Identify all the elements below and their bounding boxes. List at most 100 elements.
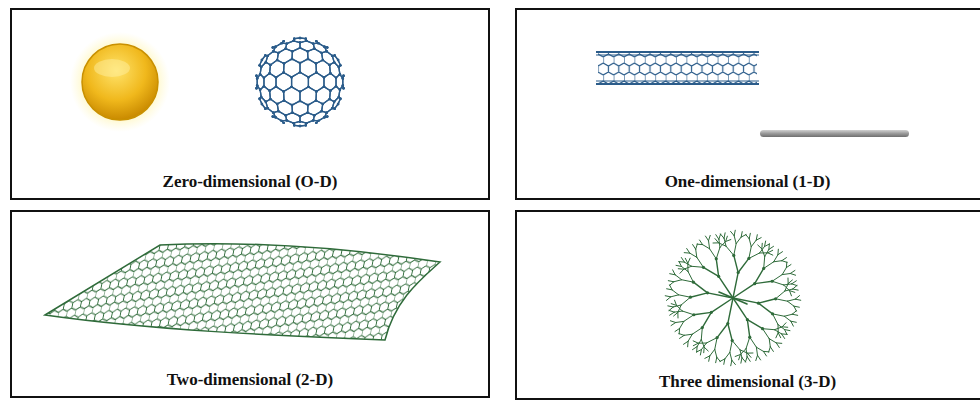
- atom: [299, 125, 301, 127]
- atom: [276, 103, 278, 105]
- atom: [342, 75, 344, 77]
- stroke: [786, 265, 791, 268]
- stroke: [329, 91, 331, 99]
- atom: [322, 59, 324, 61]
- stroke: [276, 73, 284, 78]
- atom: [266, 107, 268, 109]
- stroke: [716, 357, 717, 362]
- atom: [329, 90, 331, 92]
- stroke: [750, 337, 757, 347]
- panel-title: One-dimensional (1-D): [517, 172, 978, 192]
- stroke: [697, 257, 704, 267]
- atom: [315, 71, 317, 73]
- stroke: [776, 333, 778, 338]
- atom: [299, 115, 301, 117]
- atom: [333, 61, 335, 63]
- atom: [325, 50, 327, 52]
- atom: [284, 114, 286, 116]
- atom: [335, 85, 337, 87]
- stroke: [665, 296, 670, 297]
- atom: [299, 115, 301, 117]
- atom: [258, 97, 260, 99]
- stroke: [787, 301, 794, 306]
- atom: [269, 98, 271, 100]
- stroke: [726, 240, 731, 242]
- atom: [306, 50, 308, 52]
- atom: [266, 55, 268, 57]
- stroke: [270, 60, 277, 65]
- stroke: [690, 253, 697, 257]
- atom: [286, 42, 288, 44]
- stroke: [688, 258, 690, 263]
- atom: [323, 45, 325, 47]
- atom: [276, 103, 278, 105]
- atom: [315, 122, 317, 124]
- atom: [313, 48, 315, 50]
- gold-sphere: [82, 44, 158, 120]
- atom: [283, 62, 285, 64]
- atom: [258, 97, 260, 99]
- atom: [282, 90, 284, 92]
- atom: [326, 115, 328, 117]
- stroke: [300, 72, 308, 77]
- stroke: [782, 261, 787, 263]
- stroke: [292, 113, 300, 116]
- atom: [274, 45, 276, 47]
- atom: [328, 98, 330, 100]
- atom: [283, 99, 285, 101]
- atom: [282, 40, 284, 42]
- stroke: [682, 311, 693, 315]
- atom: [315, 62, 317, 64]
- atom: [312, 119, 314, 121]
- stroke: [731, 360, 732, 365]
- stroke: [776, 291, 785, 299]
- atom: [328, 64, 330, 66]
- panel-title: Two-dimensional (2-D): [12, 370, 488, 390]
- atom: [277, 110, 279, 112]
- atom: [307, 76, 309, 78]
- stroke: [709, 241, 710, 249]
- atom: [272, 115, 274, 117]
- atom: [337, 59, 339, 61]
- stroke: [323, 77, 324, 86]
- atom: [259, 88, 261, 90]
- atom: [299, 41, 301, 43]
- stroke: [736, 237, 741, 244]
- atom: [290, 86, 292, 88]
- stroke: [761, 243, 762, 249]
- stroke: [316, 87, 324, 92]
- atom: [261, 59, 263, 61]
- atom: [326, 46, 328, 48]
- atom: [342, 75, 344, 77]
- atom: [328, 98, 330, 100]
- atom: [317, 42, 319, 44]
- atom: [325, 112, 327, 114]
- glow: [70, 32, 170, 132]
- stroke: [749, 253, 760, 258]
- atom: [342, 75, 344, 77]
- atom: [277, 52, 279, 54]
- stroke: [784, 314, 792, 316]
- stroke: [747, 353, 751, 357]
- atom: [263, 77, 265, 79]
- atom: [299, 71, 301, 73]
- atom: [256, 77, 258, 79]
- atom: [263, 85, 265, 87]
- atom: [331, 107, 333, 109]
- stroke: [269, 91, 271, 99]
- stroke: [778, 252, 783, 255]
- atom: [305, 40, 307, 42]
- stroke: [784, 285, 790, 291]
- atom: [265, 101, 267, 103]
- stroke: [782, 323, 786, 327]
- atom: [274, 116, 276, 118]
- atom: [268, 90, 270, 92]
- atom: [255, 75, 257, 77]
- stroke: [757, 355, 760, 360]
- atom: [315, 71, 317, 73]
- stroke: [734, 230, 735, 235]
- stroke: [308, 87, 316, 92]
- stroke: [728, 298, 733, 323]
- atom: [280, 42, 282, 44]
- stroke: [763, 351, 766, 356]
